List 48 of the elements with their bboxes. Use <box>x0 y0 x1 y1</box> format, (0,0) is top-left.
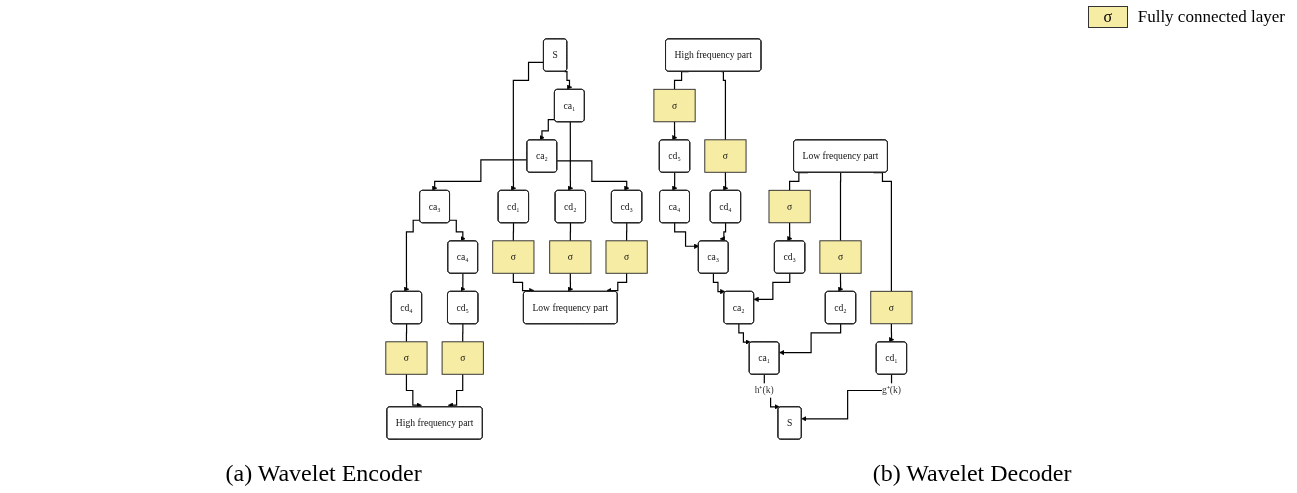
arrow <box>671 171 677 191</box>
connector <box>839 171 841 242</box>
arrow <box>405 373 422 408</box>
arrow <box>510 61 544 191</box>
arrow <box>447 373 463 408</box>
arrow <box>448 219 466 242</box>
node-box: σ <box>653 88 696 123</box>
arrow <box>556 160 630 191</box>
arrow <box>512 272 534 294</box>
connector <box>720 71 726 141</box>
node-box: σ <box>441 341 484 375</box>
arrow <box>753 272 791 302</box>
legend-swatch: σ <box>1087 6 1128 28</box>
arrow <box>671 121 677 141</box>
arrow <box>737 323 751 345</box>
node-box: σ <box>491 240 534 274</box>
legend-text: Fully connected layer <box>1137 7 1285 27</box>
connector <box>512 222 514 242</box>
arrow <box>605 272 627 294</box>
node-box: σ <box>548 240 591 274</box>
arrow <box>563 70 572 90</box>
arrow <box>459 272 466 292</box>
arrow <box>673 222 699 249</box>
connector <box>405 323 407 343</box>
connector <box>569 222 571 242</box>
panel-caption: (a) Wavelet Encoder <box>225 460 422 487</box>
arrow <box>786 222 793 242</box>
arrow <box>567 121 573 191</box>
arrow <box>778 323 841 356</box>
arrow <box>837 272 843 292</box>
node-box: σ <box>768 189 811 224</box>
arrow <box>539 118 555 141</box>
node-box: σ <box>605 240 648 274</box>
node-box: σ <box>819 240 862 274</box>
node-box: σ <box>869 290 913 325</box>
node-box: σ <box>703 139 747 173</box>
arrow <box>888 323 894 343</box>
edge-label: g⁺(k) <box>881 385 901 396</box>
arrow <box>800 373 892 422</box>
arrow <box>403 219 421 292</box>
panel-caption: (b) Wavelet Decoder <box>872 460 1072 487</box>
connector <box>625 222 628 242</box>
node-box: σ <box>384 341 428 375</box>
arrow <box>431 159 528 191</box>
arrow <box>719 222 726 242</box>
connector <box>461 323 464 343</box>
edge-label: h⁺(k) <box>754 385 774 396</box>
arrow <box>712 272 725 295</box>
